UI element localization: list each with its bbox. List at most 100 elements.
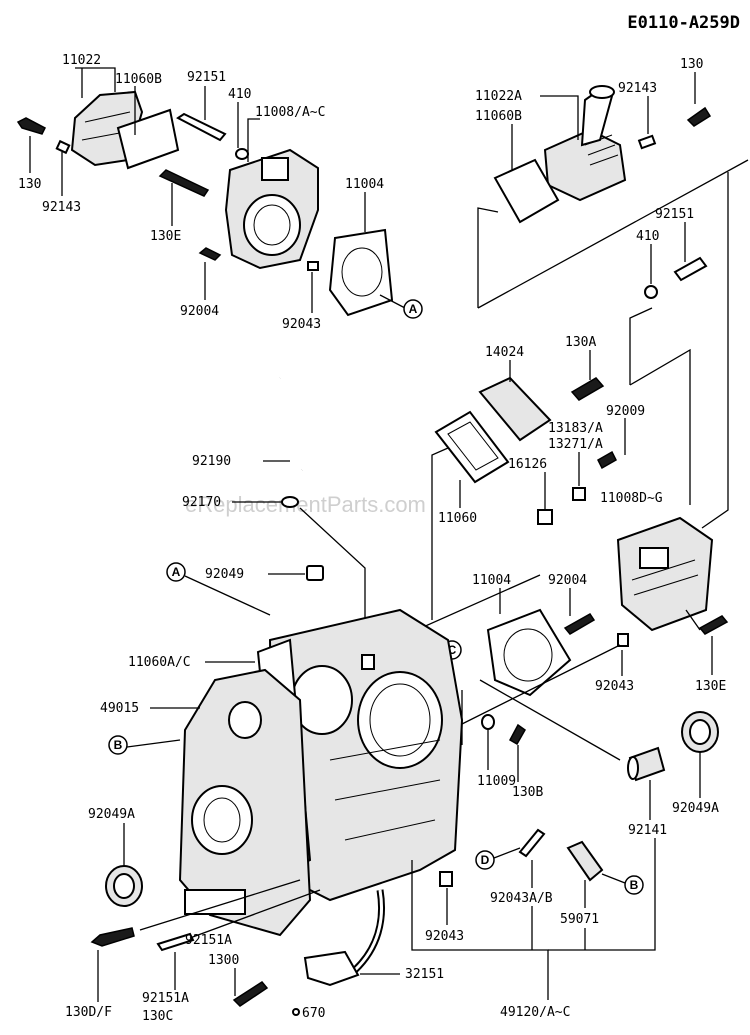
label-92043-mid: 92043 [595, 679, 634, 694]
label-11060B-right: 11060B [475, 109, 522, 124]
washer-410-left[interactable] [235, 148, 249, 160]
collar-13183[interactable] [572, 487, 586, 501]
label-92170: 92170 [182, 495, 221, 510]
svg-text:A: A [172, 565, 181, 579]
label-130E-right: 130E [695, 679, 726, 694]
plug-16126[interactable] [537, 509, 553, 525]
svg-text:C: C [448, 643, 457, 657]
cylinder-head-11008DG[interactable] [616, 516, 714, 632]
valve-92009[interactable] [597, 450, 617, 470]
label-14024: 14024 [485, 345, 524, 360]
label-130-right: 130 [680, 57, 703, 72]
gasket-11004-left[interactable] [328, 228, 394, 317]
label-410-left: 410 [228, 87, 251, 102]
label-410-right: 410 [636, 229, 659, 244]
label-11004-mid: 11004 [472, 573, 511, 588]
label-92043-bottom: 92043 [425, 929, 464, 944]
washer-410-right[interactable] [644, 285, 658, 299]
callout-A-top: A [403, 299, 423, 319]
stud-92151-right[interactable] [673, 256, 708, 282]
label-92151A-a: 92151A [185, 933, 232, 948]
bolt-1300[interactable] [232, 981, 269, 1007]
bolt-130E-left[interactable] [158, 169, 210, 197]
label-92151-right: 92151 [655, 207, 694, 222]
crankcase-main[interactable] [268, 608, 464, 902]
rocker-cover-gasket-left[interactable] [116, 108, 180, 170]
label-92043AB: 92043A/B [490, 891, 553, 906]
plug-92049[interactable] [306, 565, 324, 581]
bolt-130A[interactable] [570, 377, 605, 401]
svg-text:B: B [630, 878, 639, 892]
bolt-130-left[interactable] [16, 117, 46, 135]
collar-92143-left[interactable] [55, 139, 71, 155]
diagram-code: E0110-A259D [627, 13, 740, 33]
svg-text:A: A [409, 302, 418, 316]
callout-A-mid: A [166, 562, 186, 582]
label-92151A-b: 92151A [142, 991, 189, 1006]
callout-B-left: B [108, 735, 128, 755]
hose-92190[interactable] [277, 377, 325, 472]
label-92049A-left: 92049A [88, 807, 135, 822]
switch-59071[interactable] [566, 840, 604, 882]
callout-B-right: B [624, 875, 644, 895]
stud-92151A[interactable] [156, 932, 195, 952]
dowel-92004-left[interactable] [198, 247, 222, 261]
rocker-cover-11022A[interactable] [543, 85, 627, 202]
label-130DF: 130D/F [65, 1005, 112, 1020]
label-130E-left: 130E [150, 229, 181, 244]
oil-seal-92049A-right[interactable] [681, 711, 719, 753]
breather-gasket-11060[interactable] [434, 410, 510, 484]
ring-670[interactable] [292, 1008, 300, 1016]
bolt-130E-right[interactable] [698, 615, 729, 635]
label-32151: 32151 [405, 967, 444, 982]
dowel-92043-bottom[interactable] [439, 871, 453, 887]
label-92043-left: 92043 [282, 317, 321, 332]
dowel-92004-mid[interactable] [563, 613, 596, 635]
label-130-left: 130 [18, 177, 41, 192]
label-11022A: 11022A [475, 89, 522, 104]
crankcase-cover-49015[interactable] [178, 668, 312, 937]
label-49015: 49015 [100, 701, 139, 716]
bolt-130-right[interactable] [686, 106, 712, 127]
label-11060AC: 11060A/C [128, 655, 191, 670]
label-11060B-left: 11060B [115, 72, 162, 87]
dowel-92043-mid[interactable] [617, 633, 629, 647]
label-92004-mid: 92004 [548, 573, 587, 588]
label-130C: 130C [142, 1009, 173, 1024]
label-13183: 13183/A [548, 421, 603, 436]
label-92190: 92190 [192, 454, 231, 469]
label-49120: 49120/A~C [500, 1005, 570, 1020]
label-11004-left: 11004 [345, 177, 384, 192]
label-130A: 130A [565, 335, 596, 350]
washer-11009[interactable] [481, 714, 495, 730]
label-59071: 59071 [560, 912, 599, 927]
bushing-92141[interactable] [627, 746, 666, 782]
label-11008DG: 11008D~G [600, 491, 663, 506]
svg-text:B: B [114, 738, 123, 752]
bolt-130DF[interactable] [90, 927, 135, 947]
clip-92170[interactable] [281, 496, 299, 508]
label-92143-left: 92143 [42, 200, 81, 215]
stud-92151-left[interactable] [176, 112, 227, 142]
plug-130B[interactable] [508, 723, 526, 746]
cylinder-head-11008-left[interactable] [224, 148, 319, 270]
collar-92143-right[interactable] [637, 134, 657, 150]
label-670: 670 [302, 1006, 325, 1021]
callout-D: D [475, 850, 495, 870]
label-92009: 92009 [606, 404, 645, 419]
oil-seal-92049A-left[interactable] [105, 865, 143, 907]
breather-cover-14024[interactable] [478, 376, 552, 442]
label-130B: 130B [512, 785, 543, 800]
label-11060: 11060 [438, 511, 477, 526]
label-92049: 92049 [205, 567, 244, 582]
label-92141: 92141 [628, 823, 667, 838]
dowel-92043-left[interactable] [307, 261, 319, 271]
label-92151-left: 92151 [187, 70, 226, 85]
label-16126: 16126 [508, 457, 547, 472]
stud-92043AB[interactable] [518, 828, 546, 858]
label-92049A-right: 92049A [672, 801, 719, 816]
label-11009: 11009 [477, 774, 516, 789]
gasket-11004-mid[interactable] [486, 608, 572, 697]
tube-32151[interactable] [303, 889, 386, 987]
gasket-11060B-right[interactable] [493, 158, 560, 224]
